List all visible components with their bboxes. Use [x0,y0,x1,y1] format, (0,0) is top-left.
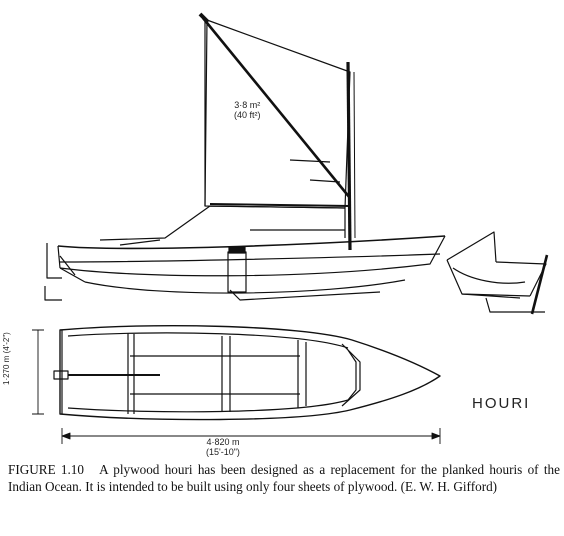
beam-dimension-label: 1·270 m (4'-2") [2,332,11,385]
sail-area-metric: 3·8 m² [234,100,261,110]
plan-view [53,325,441,421]
side-profile [44,12,446,301]
sail-area-label: 3·8 m² (40 ft²) [234,100,261,120]
length-metric: 4·820 m [206,437,240,447]
figure-caption: FIGURE 1.10 A plywood houri has been des… [8,462,560,495]
sail-area-imperial: (40 ft²) [234,110,261,120]
length-imperial: (15'-10") [206,447,240,457]
beam-metric: 1·270 m [2,355,11,385]
transom-view [446,231,549,315]
length-dimension-label: 4·820 m (15'-10") [206,437,240,457]
caption-text: A plywood houri has been designed as a r… [8,462,560,494]
boat-name-label: HOURI [472,395,531,412]
beam-imperial: (4'-2") [2,332,11,354]
figure-number: FIGURE 1.10 [8,462,84,477]
houri-drawing [32,12,549,444]
dimension-lines [32,329,441,444]
